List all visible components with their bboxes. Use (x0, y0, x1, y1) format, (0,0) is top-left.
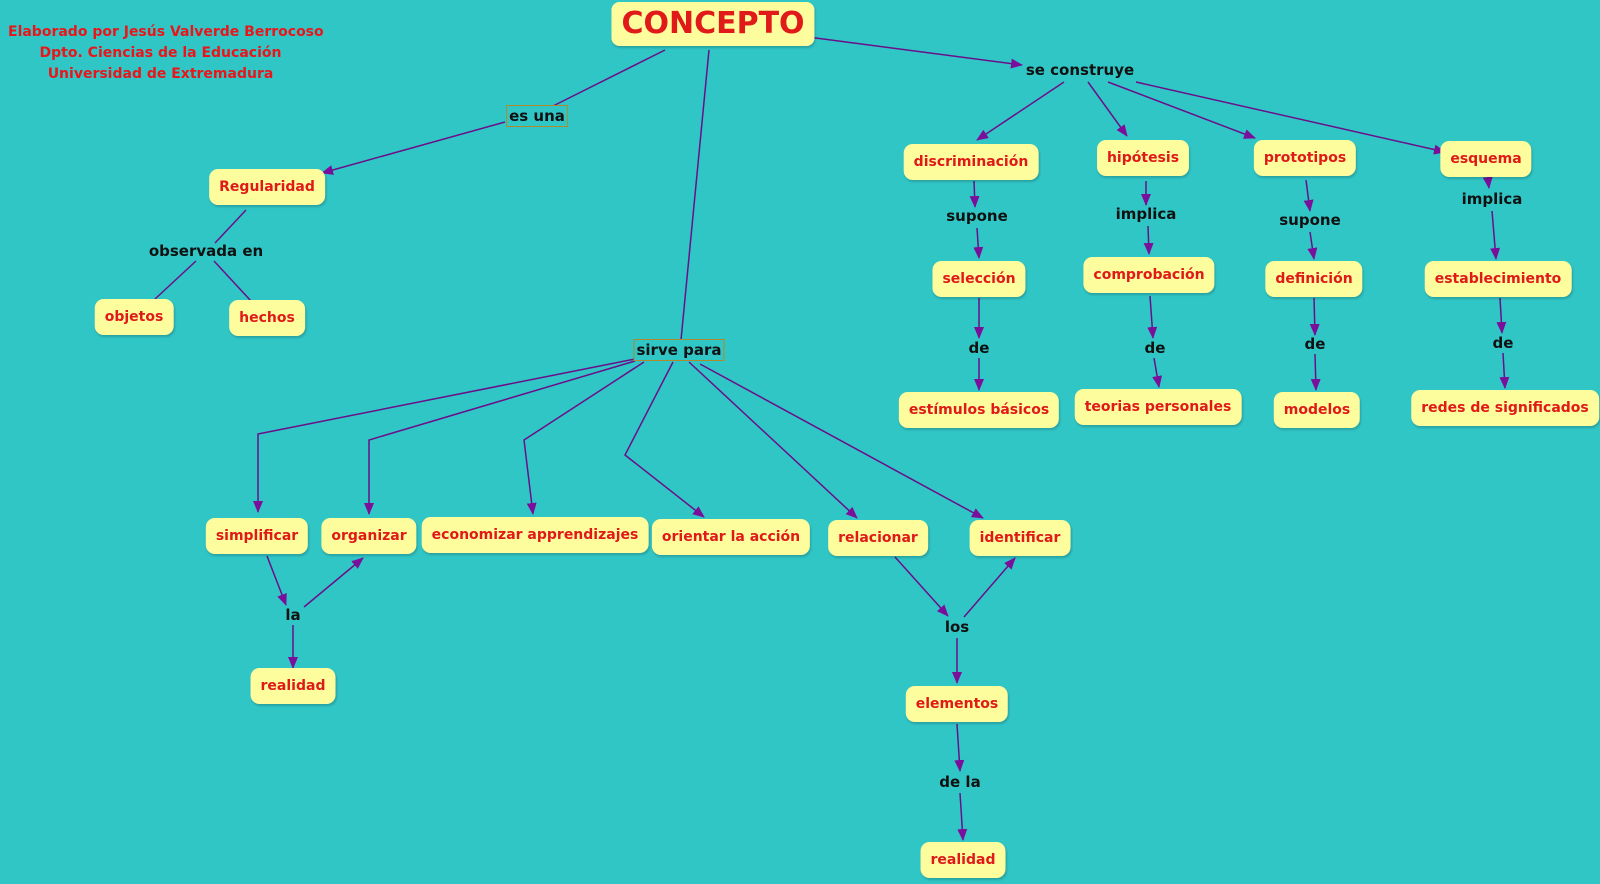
concept-economizar[interactable]: economizar apprendizajes (421, 517, 649, 553)
connector-line (1310, 353, 1321, 391)
connector-line (253, 358, 636, 513)
concept-hechos[interactable]: hechos (229, 300, 305, 336)
credit-university: Universidad de Extremadura (47, 66, 274, 82)
concept-objetos[interactable]: objetos (94, 299, 174, 335)
connector-line (214, 209, 247, 244)
concept-modelos[interactable]: modelos (1273, 392, 1361, 428)
connector-line (976, 81, 1065, 141)
connector-line (266, 555, 287, 606)
concept-redes-de-significados[interactable]: redes de significados (1411, 390, 1599, 426)
connector-line (1087, 81, 1128, 137)
concept-esquema[interactable]: esquema (1440, 141, 1532, 177)
link-de-la[interactable]: de la (939, 773, 981, 791)
link-observada-en[interactable]: observada en (148, 242, 264, 260)
concept-seleccion[interactable]: selección (932, 261, 1026, 297)
connector-line (1143, 225, 1154, 255)
connector-line (1135, 81, 1446, 155)
connector-line (1490, 210, 1501, 260)
concept-regularidad[interactable]: Regularidad (209, 169, 325, 205)
concept-establecimiento[interactable]: establecimiento (1424, 261, 1572, 297)
concept-discriminacion[interactable]: discriminación (903, 144, 1039, 180)
connector-line (523, 361, 645, 515)
concept-organizar[interactable]: organizar (321, 518, 417, 554)
link-supone-2[interactable]: supone (1279, 211, 1341, 229)
author-credit: Elaborado por Jesús Valverde Berrocoso D… (8, 22, 324, 85)
connector-line (364, 360, 636, 515)
connector-line (321, 121, 506, 175)
credit-department: Dpto. Ciencias de la Educación (39, 45, 282, 61)
concept-hipotesis[interactable]: hipótesis (1096, 140, 1190, 176)
connector-line (1499, 352, 1510, 389)
concept-comprobacion[interactable]: comprobación (1083, 257, 1215, 293)
concept-elementos[interactable]: elementos (905, 686, 1009, 722)
concept-concepto[interactable]: CONCEPTO (611, 2, 815, 46)
link-de-3[interactable]: de (1304, 335, 1326, 353)
connector-line (699, 363, 984, 519)
connector-line (624, 361, 705, 518)
connector-line (1147, 295, 1158, 339)
concept-estimulos-basicos[interactable]: estímulos básicos (898, 392, 1060, 428)
link-es-una[interactable]: es una (506, 105, 568, 127)
connector-line (154, 260, 197, 300)
connector-line (213, 260, 252, 302)
concept-realidad-2[interactable]: realidad (920, 842, 1006, 878)
connector-line (1482, 176, 1493, 189)
link-de-4[interactable]: de (1492, 334, 1514, 352)
connector-line (680, 49, 710, 341)
connector-line (688, 361, 858, 519)
connector-line (807, 36, 1023, 69)
link-la[interactable]: la (285, 606, 301, 624)
concept-simplificar[interactable]: simplificar (205, 518, 309, 554)
connector-line (1107, 81, 1256, 139)
credit-author: Elaborado por Jesús Valverde Berrocoso (8, 24, 324, 40)
link-supone-1[interactable]: supone (946, 207, 1008, 225)
link-los[interactable]: los (944, 618, 970, 636)
link-se-construye[interactable]: se construye (1025, 61, 1135, 79)
connector-line (969, 180, 980, 208)
concept-realidad-1[interactable]: realidad (250, 668, 336, 704)
link-implica-2[interactable]: implica (1461, 190, 1523, 208)
connector-line (963, 557, 1016, 618)
concept-prototipos[interactable]: prototipos (1253, 140, 1357, 176)
link-sirve-para[interactable]: sirve para (633, 339, 725, 361)
concept-definicion[interactable]: definición (1265, 261, 1363, 297)
concept-relacionar[interactable]: relacionar (828, 520, 928, 556)
concept-orientar[interactable]: orientar la acción (651, 519, 811, 555)
link-de-1[interactable]: de (968, 339, 990, 357)
connector-line (552, 49, 666, 107)
link-de-2[interactable]: de (1144, 339, 1166, 357)
connector-line (973, 227, 984, 259)
link-implica-1[interactable]: implica (1115, 205, 1177, 223)
connector-line (957, 792, 968, 841)
connector-line (954, 723, 965, 772)
connector-line (1496, 297, 1507, 334)
connector-line (303, 557, 364, 608)
connector-line (1152, 357, 1163, 388)
concept-identificar[interactable]: identificar (969, 520, 1071, 556)
connector-line (1309, 297, 1320, 336)
connector-line (1307, 231, 1318, 260)
concept-teorias-personales[interactable]: teorias personales (1074, 389, 1242, 425)
connector-line (894, 556, 949, 617)
connector-line (1303, 179, 1314, 212)
